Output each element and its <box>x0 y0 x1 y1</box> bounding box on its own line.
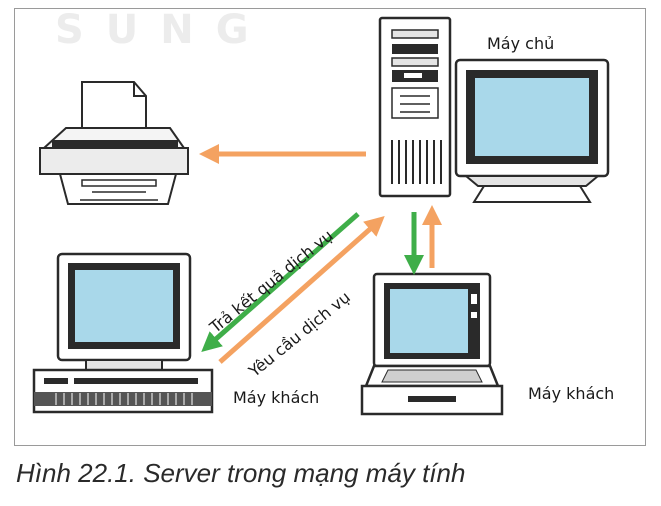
request-arrow <box>218 216 385 364</box>
server-label: Máy chủ <box>487 34 555 53</box>
server-monitor-icon <box>454 58 610 203</box>
client-desktop-icon <box>32 252 214 414</box>
response-arrow <box>201 212 360 352</box>
printer-icon <box>39 81 189 205</box>
client-laptop-icon <box>360 272 504 416</box>
server-tower-icon <box>378 16 452 198</box>
watermark: SUNG <box>55 7 271 53</box>
client-laptop-label: Máy khách <box>528 384 615 403</box>
figure-caption: Hình 22.1. Server trong mạng máy tính <box>16 458 466 488</box>
client-desktop-label: Máy khách <box>233 388 320 407</box>
